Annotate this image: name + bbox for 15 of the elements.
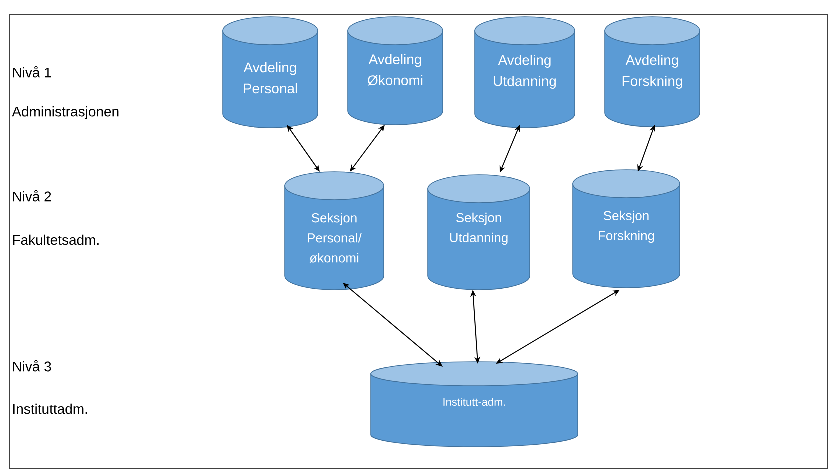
cylinder: Institutt-adm. xyxy=(370,362,578,448)
cylinder: Avdeling Personal xyxy=(222,16,318,128)
level-label: Instituttadm. xyxy=(14,404,88,414)
cylinder: Avdeling Utdanning xyxy=(474,16,576,128)
cylinder: Seksjon Utdanning xyxy=(428,174,530,290)
double-arrow xyxy=(343,283,443,367)
level-label: Nivå 3 xyxy=(13,360,52,372)
level-label: Nivå 1 xyxy=(13,66,52,78)
cylinder: Avdeling Økonomi xyxy=(348,16,444,126)
level-label: Administrasjonen xyxy=(12,106,119,120)
cylinder: Avdeling Forskning xyxy=(604,16,700,128)
cylinder: Seksjon Forskning xyxy=(572,170,680,288)
level-label: Nivå 2 xyxy=(13,190,52,202)
cylinder: Seksjon Personal/ økonomi xyxy=(284,172,384,290)
level-label: Fakultetsadm. xyxy=(13,234,99,246)
